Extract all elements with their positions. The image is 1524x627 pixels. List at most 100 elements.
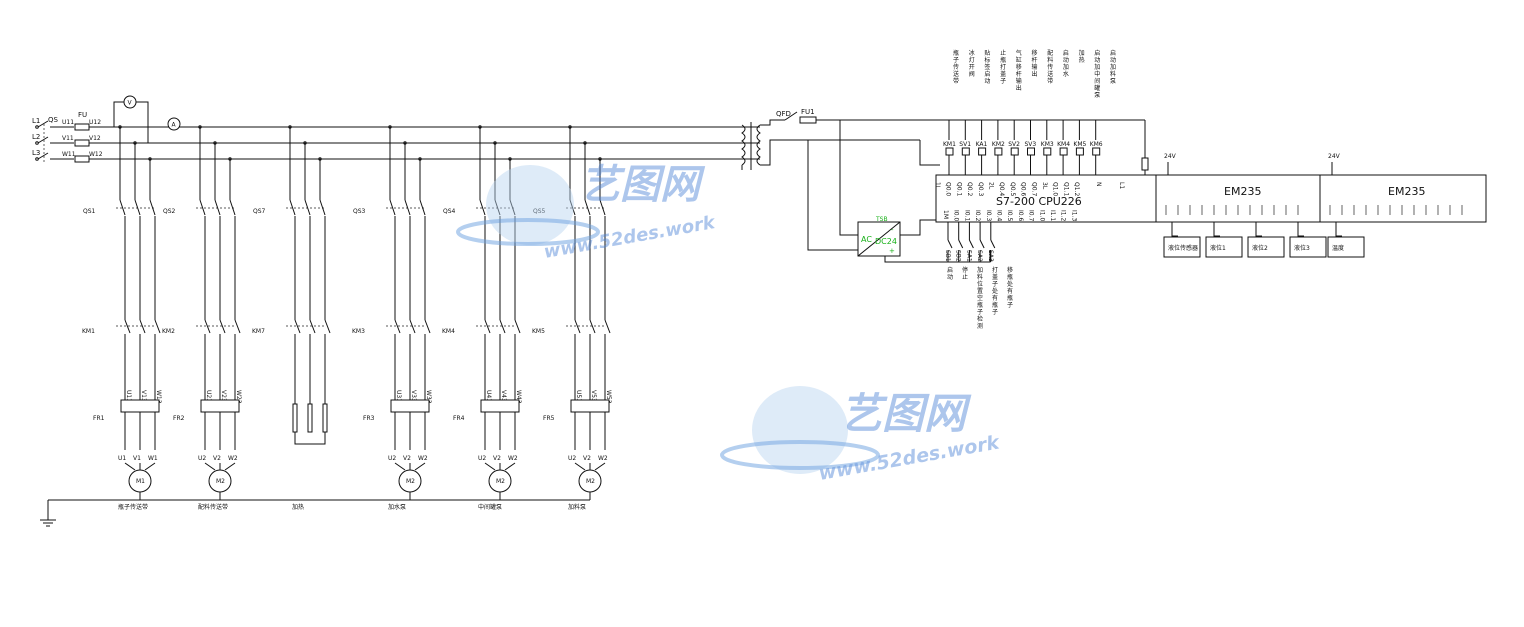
watermark-globe-icon [486,165,574,245]
output-function-label: 气缸移杆输出 [1016,49,1022,92]
output-terminal-label: 2L [988,182,995,190]
em235-body [1319,174,1487,223]
input-terminal-label: I0.7 [1028,210,1035,221]
output-terminal-label: 3L [1041,182,1048,190]
sensor-box [1205,236,1243,258]
input-terminal-label: I0.1 [963,210,970,221]
qs-contact [304,199,311,216]
output-terminal-label: Q0.1 [955,182,962,196]
input-device-label: SB2 [955,250,962,262]
ammeter-icon [167,117,181,131]
sensor-wire [1297,222,1304,237]
input-terminal-label: I0.5 [1006,210,1013,221]
qs-contact [229,199,236,216]
fr-label: FR2 [173,415,185,422]
qs-contact [214,199,221,216]
heater-element-icon [307,403,313,433]
motor-terminal-label: W2 [598,455,608,462]
km-label: KM4 [442,328,455,335]
motor-lead-converge [574,462,586,471]
psu-minus-label: - [891,226,894,234]
psu-ac-label: AC [861,235,872,244]
km-contact [204,319,211,334]
sensor-box [1289,236,1327,258]
output-function-label: 瓶子传送带 [953,49,959,85]
qs-contact [389,199,396,216]
em235-power-label: 24V [1164,153,1177,160]
terminal-label: V13 [140,390,147,402]
input-terminal-label: 1M [942,210,949,219]
fr-label: FR5 [543,415,555,422]
output-device-label: KM3 [1041,141,1054,148]
km-contact [124,319,131,334]
km-contact [324,319,331,334]
qf-feed-wire [760,119,785,126]
input-device-label: SA3 [987,250,994,262]
output-terminal-label: Q1.1 [1062,182,1069,196]
qs-label: QS7 [253,208,266,215]
qs-contact [479,199,486,216]
qf-switch-icon [784,111,798,121]
terminal-label: W13 [155,390,162,404]
input-terminal-label: I1.3 [1070,210,1077,221]
motor-terminal-label: V2 [583,455,591,462]
motor-label: M2 [496,478,505,485]
km-contact [394,319,401,334]
watermark-2: 艺图网 www.52des.work [720,386,1002,485]
motor-lead-converge [504,462,516,471]
qs-contact [419,199,426,216]
branch-caption: 加料泵 [568,503,586,511]
km-contact [219,319,226,334]
output-function-label: 贴标签启动 [984,49,990,85]
fuse-v [74,139,90,147]
sensor-box [1247,236,1285,258]
junction-dot [418,157,422,161]
output-function-label: 移杆输出 [1032,49,1038,78]
junction-dot [303,141,307,145]
terminal-l2 [35,141,39,145]
output-device-label: SV3 [1025,141,1037,148]
junction-dot [583,141,587,145]
input-terminal-label: I1.2 [1060,210,1067,221]
km-label: KM1 [82,328,95,335]
switch-blade-l3 [37,152,49,160]
sensor-wire [1255,222,1262,237]
motor-terminal-label: W1 [148,455,158,462]
input-contact-icon [968,239,974,249]
phase-l3-label: L3 [32,149,40,157]
motor-terminal-label: U1 [118,455,126,462]
km-contact [604,319,611,334]
km-contact [309,319,316,334]
branch-caption: 瓶子传送带 [118,503,148,511]
qs-label: QS2 [163,208,176,215]
junction-dot [478,125,482,129]
terminal-label: V23 [220,390,227,402]
motor-terminal-label: V2 [493,455,501,462]
psu-plus-bus [884,250,991,263]
em235-power-label: 24V [1328,153,1341,160]
output-coil-icon [1092,147,1101,156]
branch-caption: 加水泵 [388,503,406,511]
output-function-label: 启动加中间罐泵 [1094,49,1100,99]
motor-terminal-label: U2 [478,455,486,462]
input-terminal-label: I0.4 [996,210,1003,221]
output-function-label: 启动加料泵 [1110,49,1116,85]
qs-label: QS4 [443,208,456,215]
output-terminal-label: Q1.2 [1073,182,1080,196]
input-terminal-label: I0.0 [953,210,960,221]
output-coil-icon [961,147,970,156]
output-device-label: KM4 [1057,141,1070,148]
output-terminal-label: 1L [934,182,941,190]
branch-caption: 配料传送带 [198,503,228,511]
watermark-brand: 艺图网 [580,162,706,208]
output-function-label: 配料传送带 [1047,50,1053,85]
output-terminal-label: N [1095,182,1102,187]
output-terminal-label: Q0.5 [1009,182,1016,196]
motor-terminal-label: W2 [418,455,428,462]
input-device-label: SB1 [944,250,951,262]
km-contact [139,319,146,334]
